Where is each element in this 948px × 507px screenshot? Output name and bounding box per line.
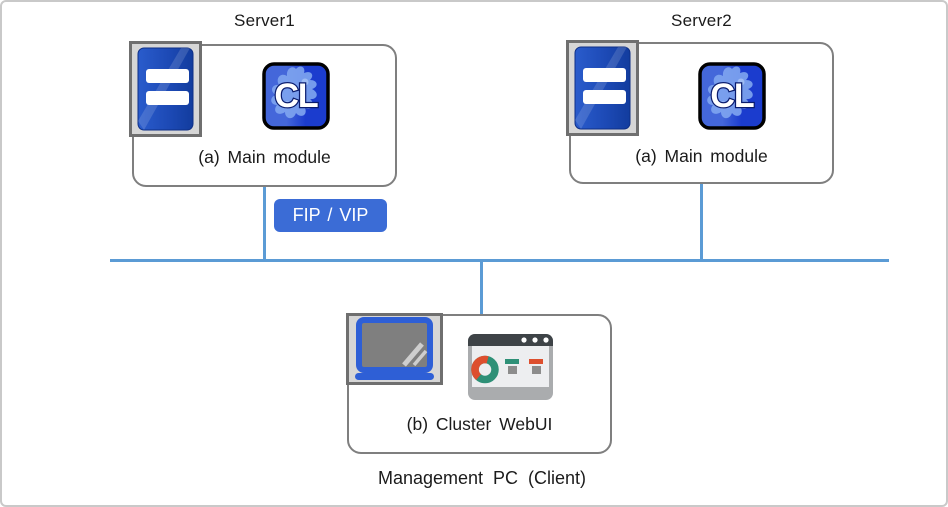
laptop-icon (346, 313, 443, 385)
server2-drop-line (700, 184, 703, 260)
cl-letters: CL (274, 77, 318, 115)
server2-title: Server2 (671, 11, 732, 30)
cluster-app-icon: CL (698, 62, 766, 130)
server-icon (566, 40, 639, 136)
network-backbone-line (110, 259, 889, 262)
cl-letters: CL (710, 77, 754, 115)
server1-module-label: (a) Main module (198, 147, 331, 167)
cluster-app-icon: CL (262, 62, 330, 130)
server1-drop-line (263, 187, 266, 260)
management-pc-drop-line (480, 261, 483, 315)
browser-dashboard-icon (467, 333, 554, 401)
fip-vip-badge: FIP / VIP (274, 199, 387, 232)
management-pc-module-label: (b) Cluster WebUI (406, 414, 553, 434)
management-pc-caption: Management PC (Client) (377, 468, 587, 488)
server-icon (129, 41, 202, 137)
server1-title: Server1 (234, 11, 295, 30)
server2-module-label: (a) Main module (635, 146, 768, 166)
